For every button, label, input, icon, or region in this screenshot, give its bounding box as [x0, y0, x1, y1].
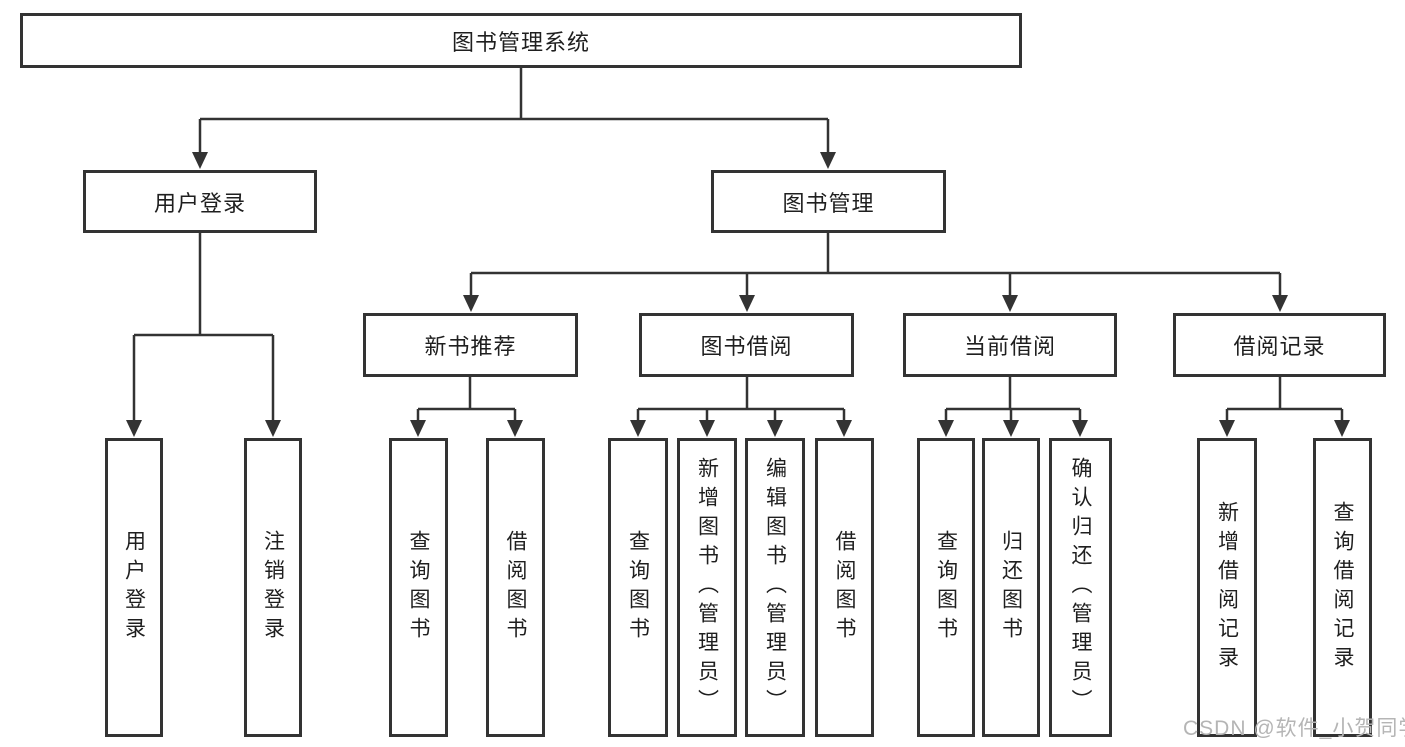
leaf-return-books-label: 归还图书 [999, 529, 1023, 646]
node-current-borrow-label: 当前借阅 [963, 334, 1056, 359]
leaf-borrow-books: 借阅图书 [815, 438, 874, 737]
node-root-label: 图书管理系统 [451, 29, 590, 55]
leaf-borrow-books-recommend: 借阅图书 [486, 438, 545, 737]
leaf-return-books: 归还图书 [982, 438, 1040, 737]
leaf-add-books-admin-label: 新增图书（管理员） [695, 457, 719, 718]
leaf-add-borrow-record-label: 新增借阅记录 [1215, 500, 1239, 675]
node-root: 图书管理系统 [20, 13, 1022, 68]
leaf-query-books-recommend-label: 查询图书 [407, 529, 430, 646]
connector-book-management-to-level3 [463, 233, 1288, 312]
leaf-add-borrow-record: 新增借阅记录 [1197, 438, 1257, 737]
leaf-confirm-return-admin-label: 确认归还（管理员） [1069, 457, 1092, 718]
leaf-borrow-books-recommend-label: 借阅图书 [504, 529, 527, 646]
node-current-borrow: 当前借阅 [903, 313, 1117, 377]
node-book-management: 图书管理 [711, 170, 946, 233]
leaf-logout-label: 注销登录 [261, 529, 285, 646]
connector-new-book-to-leaves [410, 377, 523, 437]
node-user-login-label: 用户登录 [153, 190, 246, 216]
leaf-user-login-label: 用户登录 [122, 529, 146, 646]
node-book-management-label: 图书管理 [782, 190, 875, 216]
connector-user-login-to-leaves [126, 233, 281, 437]
node-new-book-recommend-label: 新书推荐 [424, 334, 517, 359]
node-borrow-records-label: 借阅记录 [1233, 334, 1326, 359]
node-borrow-records: 借阅记录 [1173, 313, 1386, 377]
leaf-edit-books-admin-label: 编辑图书（管理员） [763, 457, 787, 718]
leaf-borrow-books-label: 借阅图书 [833, 529, 856, 646]
leaf-add-books-admin: 新增图书（管理员） [677, 438, 737, 737]
leaf-query-books-current-label: 查询图书 [934, 529, 958, 646]
connector-root-to-level2 [192, 68, 836, 169]
leaf-query-books-borrow: 查询图书 [608, 438, 668, 737]
connector-borrow-records-to-leaves [1219, 377, 1350, 437]
leaf-query-books-current: 查询图书 [917, 438, 975, 737]
leaf-query-borrow-record-label: 查询借阅记录 [1331, 500, 1354, 675]
leaf-query-borrow-record: 查询借阅记录 [1313, 438, 1372, 737]
node-book-borrow-label: 图书借阅 [700, 334, 793, 359]
leaf-logout: 注销登录 [244, 438, 302, 737]
node-new-book-recommend: 新书推荐 [363, 313, 578, 377]
leaf-confirm-return-admin: 确认归还（管理员） [1049, 438, 1112, 737]
leaf-query-books-borrow-label: 查询图书 [626, 529, 650, 646]
node-user-login: 用户登录 [83, 170, 317, 233]
leaf-query-books-recommend: 查询图书 [389, 438, 448, 737]
leaf-edit-books-admin: 编辑图书（管理员） [745, 438, 805, 737]
leaf-user-login: 用户登录 [105, 438, 163, 737]
watermark: CSDN @软件_小贺同学 [1183, 717, 1405, 740]
node-book-borrow: 图书借阅 [639, 313, 854, 377]
connector-current-borrow-to-leaves [938, 377, 1088, 437]
connector-book-borrow-to-leaves [630, 377, 852, 437]
